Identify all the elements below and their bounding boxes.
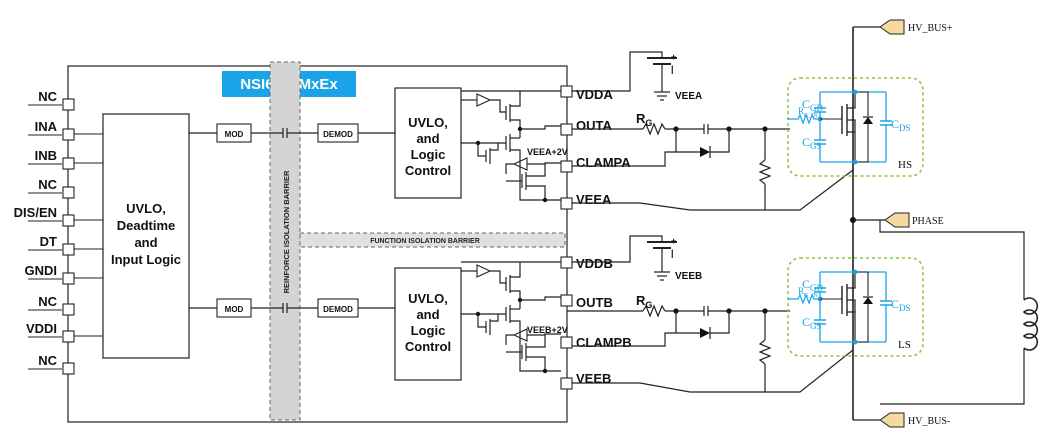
right-pin-pad (560, 294, 573, 307)
logic-a-line1: UVLO, (408, 115, 448, 130)
ls-rgin-label: RG_IN (798, 286, 818, 299)
left-pin-pad (62, 214, 75, 227)
output-stage-b (461, 261, 561, 374)
left-pin-label: INA (35, 119, 58, 134)
left-pin-pad (62, 128, 75, 141)
veeb-supply: + | (567, 235, 677, 281)
barrier-label: REINFORCE ISOLATION BARRIER (282, 170, 291, 293)
hv-bus-minus-flag (879, 412, 905, 428)
function-barrier-label: FUNCTION ISOLATION BARRIER (370, 238, 480, 245)
logic-b-line2: and (416, 307, 439, 322)
phase-label: PHASE (912, 216, 944, 227)
output-stage-a (461, 90, 561, 203)
phase-flag (884, 212, 910, 228)
pin-veea-label: VEEA (576, 192, 612, 207)
inductor (1022, 297, 1039, 351)
left-pin-label: DIS/EN (14, 205, 57, 220)
left-pin-label: GNDI (25, 263, 58, 278)
ls-cgs-label: CGS (802, 315, 822, 331)
left-pin-label: DT (40, 234, 57, 249)
left-pin-label: NC (38, 353, 57, 368)
ls-label: LS (898, 339, 911, 351)
veeb-clamp-label: VEEB+2V (527, 325, 568, 335)
right-pin-pad (560, 377, 573, 390)
veea-supply-label: VEEA (675, 91, 702, 102)
mod-label-a: MOD (225, 130, 244, 139)
ls-cds-label: CDS (891, 297, 911, 313)
logic-b-line4: Control (405, 339, 451, 354)
high-side-switch: CGD CGS CDS RG_IN (787, 77, 924, 177)
input-logic-block (102, 113, 190, 359)
logic-block-a (394, 87, 462, 199)
input-block-line4: Input Logic (111, 252, 181, 267)
pin-outa-label: OUTA (576, 118, 612, 133)
hs-rgin-label: RG_IN (798, 106, 818, 119)
logic-a-line3: Logic (411, 147, 446, 162)
left-pin-pad (62, 272, 75, 285)
right-pin-pad (560, 256, 573, 269)
pin-vddb-label: VDDB (576, 256, 613, 271)
input-block-line1: UVLO, (126, 201, 166, 216)
mod-label-b: MOD (225, 305, 244, 314)
left-pin-label: NC (38, 294, 57, 309)
left-pin-pad (62, 186, 75, 199)
logic-b-line3: Logic (411, 323, 446, 338)
input-block-line2: Deadtime (117, 218, 176, 233)
switch-box (787, 257, 924, 357)
function-isolation-barrier (299, 232, 566, 248)
veea-clamp-label: VEEA+2V (527, 147, 568, 157)
veeb-supply-label: VEEB (675, 271, 702, 282)
logic-block-b (394, 267, 462, 381)
rg-label-b: RG (636, 293, 652, 310)
reinforced-isolation-barrier (269, 61, 301, 421)
pin-clampa-label: CLAMPA (576, 155, 631, 170)
right-pin-pad (560, 160, 573, 173)
left-pin-pad (62, 330, 75, 343)
veea-supply: + | (567, 51, 677, 101)
low-side-switch: CGD CGS CDS RG_IN (787, 257, 924, 357)
left-pin-pad (62, 362, 75, 375)
hv-bus-plus-flag (879, 19, 905, 35)
pin-clampb-label: CLAMPB (576, 335, 632, 350)
right-pin-pad (560, 123, 573, 136)
svg-text:+: + (671, 52, 676, 62)
logic-b-line1: UVLO, (408, 291, 448, 306)
left-pin-pad (62, 243, 75, 256)
hs-cds-label: CDS (891, 117, 911, 133)
left-pin-pad (62, 98, 75, 111)
left-pin-pad (62, 303, 75, 316)
rg-label-a: RG (636, 111, 652, 128)
left-pin-label: NC (38, 177, 57, 192)
demod-label-b: DEMOD (323, 305, 353, 314)
left-pin-label: NC (38, 89, 57, 104)
input-block-line3: and (134, 235, 157, 250)
svg-text:|: | (671, 64, 674, 74)
left-pin-label: INB (35, 148, 57, 163)
svg-text:|: | (671, 248, 674, 258)
pin-veeb-label: VEEB (576, 371, 611, 386)
hs-cgs-label: CGS (802, 135, 822, 151)
svg-text:+: + (671, 236, 676, 246)
switch-box (787, 77, 924, 177)
gate-path-a (567, 122, 790, 210)
logic-a-line2: and (416, 131, 439, 146)
hs-cgd-label: CGD (802, 97, 824, 113)
pin-vdda-label: VDDA (576, 87, 613, 102)
gate-path-b (567, 304, 790, 392)
right-pin-pad (560, 197, 573, 210)
left-pin-label: VDDI (26, 321, 57, 336)
demod-label-a: DEMOD (323, 130, 353, 139)
hs-label: HS (898, 159, 912, 171)
logic-a-line4: Control (405, 163, 451, 178)
hv-bus-minus-label: HV_BUS- (908, 416, 950, 427)
left-pins: NC INA INB NC DIS/EN DT GNDI NC VDDI NC (14, 89, 103, 375)
ls-cgd-label: CGD (802, 277, 824, 293)
hv-bus-plus-label: HV_BUS+ (908, 23, 953, 34)
left-pin-pad (62, 157, 75, 170)
right-pin-pad (560, 85, 573, 98)
pin-outb-label: OUTB (576, 295, 613, 310)
right-pin-pad (560, 336, 573, 349)
